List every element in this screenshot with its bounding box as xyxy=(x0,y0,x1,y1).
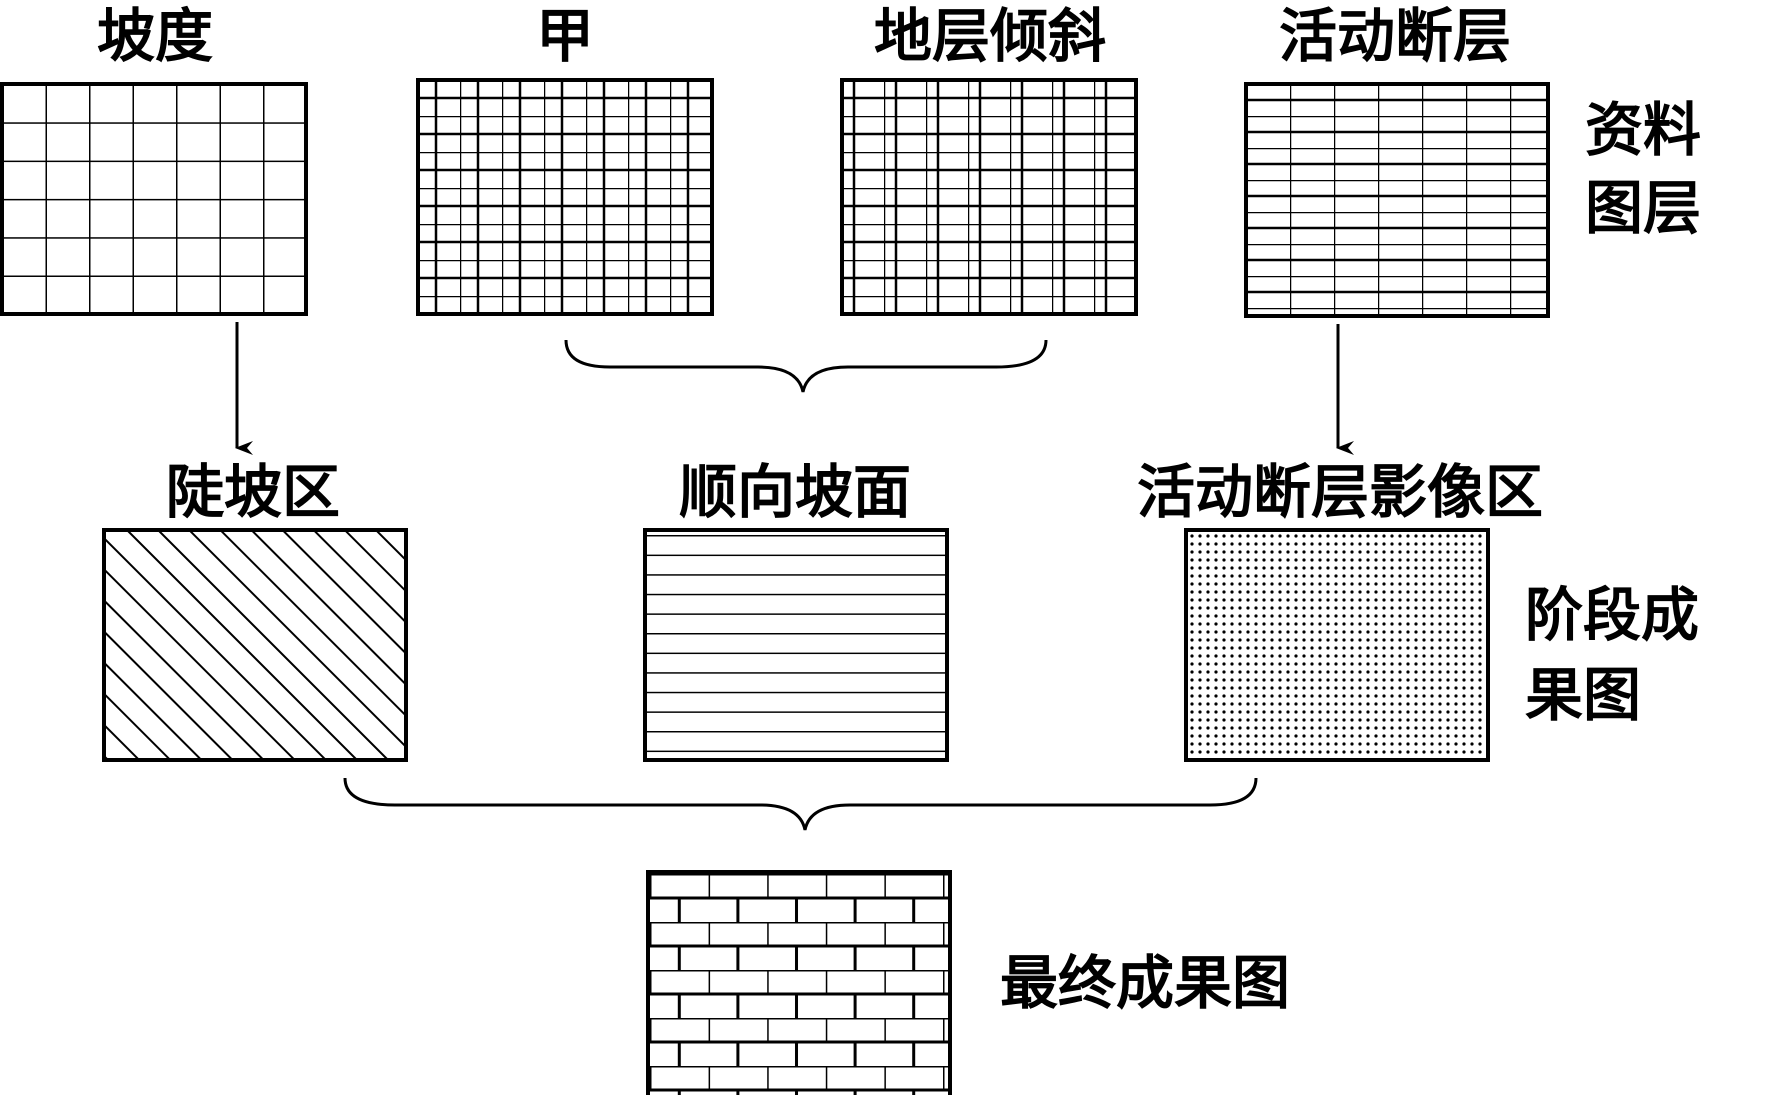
active-fault-zone-map xyxy=(1184,528,1490,762)
slope-layer-title: 坡度 xyxy=(97,2,213,70)
steep-slope-zone-map xyxy=(102,528,408,762)
strata-dip-layer-title: 地层倾斜 xyxy=(874,2,1106,70)
dip-slope-map xyxy=(643,528,949,762)
data-layers-row-label-line2: 图层 xyxy=(1585,174,1701,242)
active-fault-grid-layer xyxy=(1244,82,1550,318)
data-layers-row-label-line1: 资料 xyxy=(1585,96,1701,164)
active-fault-layer-title: 活动断层 xyxy=(1279,2,1511,70)
active-fault-zone-title: 活动断层影像区 xyxy=(1137,458,1543,526)
steep-slope-zone-title: 陡坡区 xyxy=(166,458,340,526)
strata-dip-grid-layer xyxy=(840,78,1138,316)
final-result-label: 最终成果图 xyxy=(1000,949,1290,1017)
final-result-map xyxy=(646,870,952,1095)
jia-grid-layer xyxy=(416,78,714,316)
layers-merge-brace xyxy=(564,339,1048,393)
stage-results-row-label-line2: 果图 xyxy=(1525,661,1641,729)
slope-grid-layer xyxy=(0,82,308,316)
stage-results-row-label-line1: 阶段成 xyxy=(1525,581,1699,649)
dip-slope-title: 顺向坡面 xyxy=(679,458,911,526)
stage-merge-brace xyxy=(343,777,1258,831)
jia-layer-title: 甲 xyxy=(536,2,594,70)
